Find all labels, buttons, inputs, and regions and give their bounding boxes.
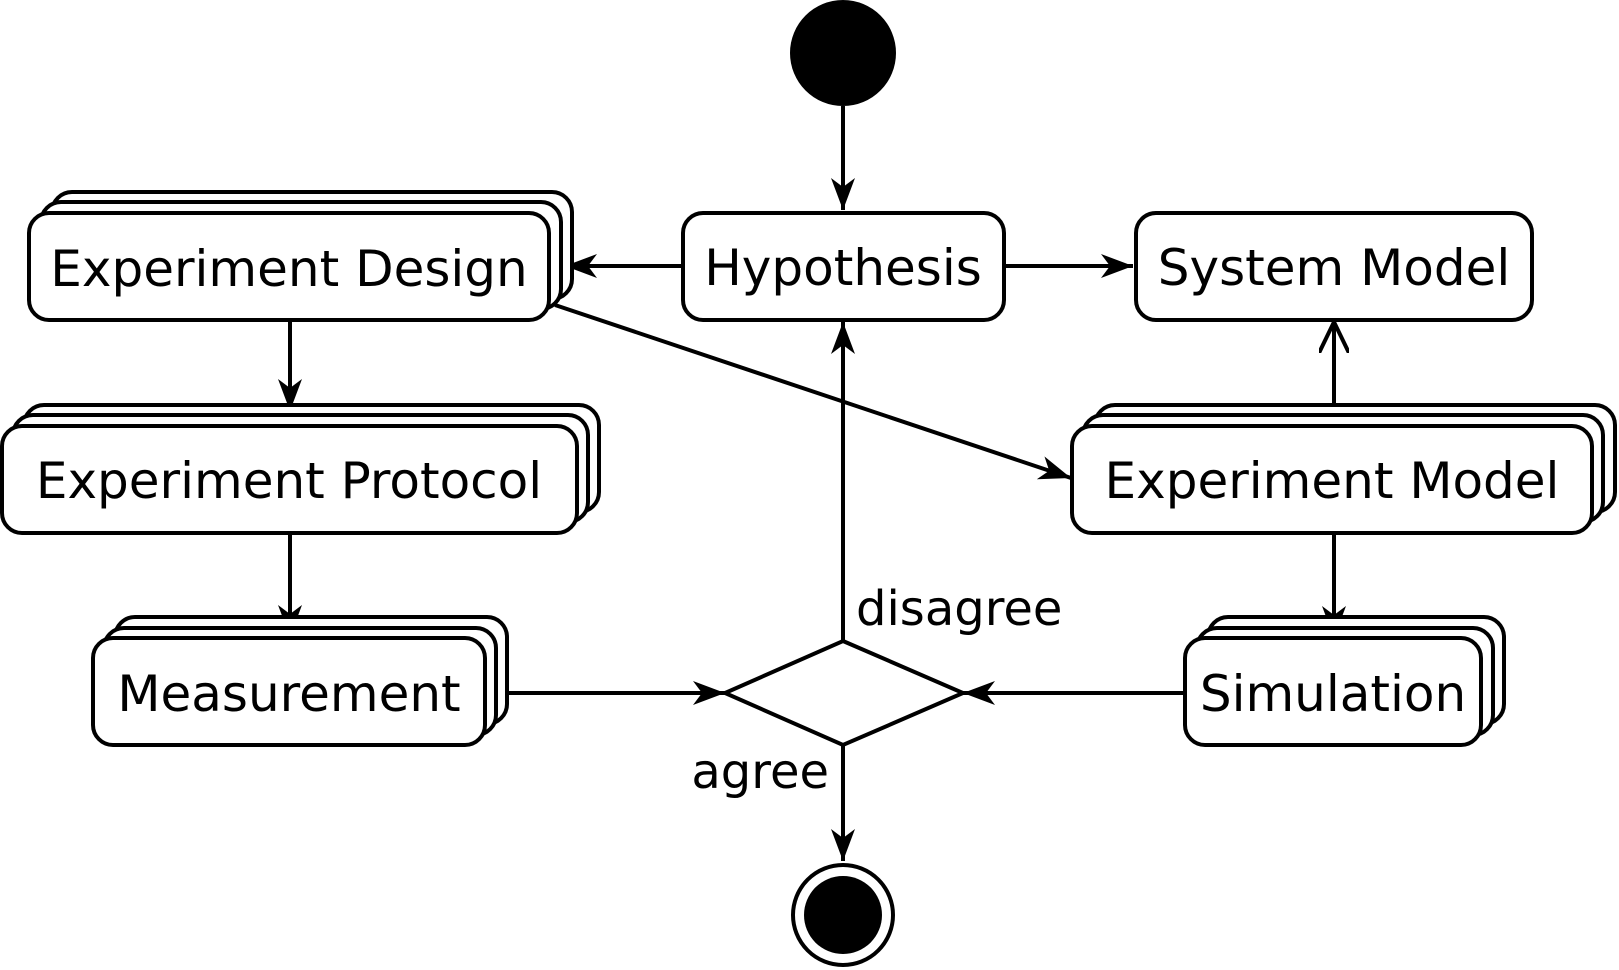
node-hypothesis-label: Hypothesis bbox=[704, 239, 982, 297]
node-experiment-protocol: Experiment Protocol bbox=[0, 403, 601, 535]
node-hypothesis: Hypothesis bbox=[681, 211, 1006, 322]
node-experiment-design: Experiment Design bbox=[27, 190, 574, 322]
edge-label-agree: agree bbox=[691, 744, 829, 800]
edge-experiment-design-to-experiment-model bbox=[554, 303, 1072, 480]
decision-node bbox=[720, 638, 969, 748]
node-system-model: System Model bbox=[1134, 211, 1534, 322]
edges bbox=[278, 106, 1334, 861]
node-measurement-label: Measurement bbox=[117, 665, 460, 723]
node-experiment-model: Experiment Model bbox=[1070, 403, 1617, 535]
initial-node bbox=[790, 0, 896, 106]
node-experiment-protocol-label: Experiment Protocol bbox=[36, 452, 542, 510]
node-simulation: Simulation bbox=[1183, 615, 1506, 747]
node-experiment-design-label: Experiment Design bbox=[50, 240, 527, 298]
node-simulation-label: Simulation bbox=[1200, 665, 1466, 723]
node-system-model-label: System Model bbox=[1158, 239, 1510, 297]
node-measurement: Measurement bbox=[91, 615, 509, 747]
node-experiment-model-label: Experiment Model bbox=[1105, 452, 1560, 510]
final-node bbox=[791, 863, 895, 967]
edge-label-disagree: disagree bbox=[856, 581, 1062, 637]
